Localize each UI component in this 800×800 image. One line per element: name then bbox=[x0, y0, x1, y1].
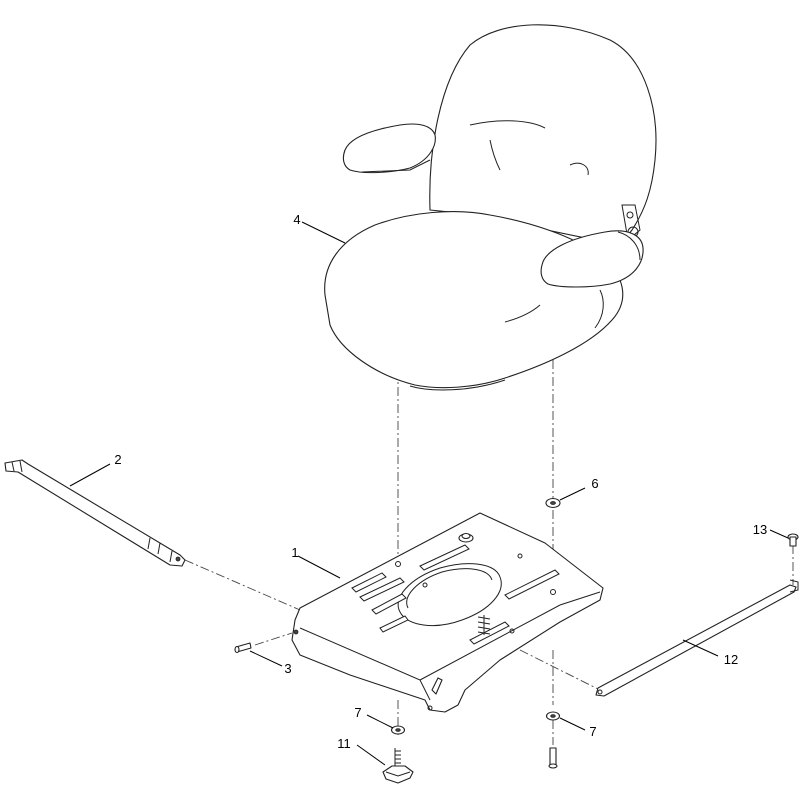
callout-2: 2 bbox=[114, 452, 121, 467]
bolt-part-13 bbox=[787, 533, 799, 547]
knob-part-11 bbox=[382, 748, 414, 784]
callout-11: 11 bbox=[337, 736, 351, 751]
bolt-part-3 bbox=[234, 642, 252, 654]
link-rod-part-12 bbox=[595, 579, 799, 697]
seat-part-4 bbox=[324, 24, 657, 391]
callout-12: 12 bbox=[724, 652, 738, 667]
rod-part-2 bbox=[4, 459, 186, 567]
callout-7-left: 7 bbox=[354, 705, 361, 720]
washer-part-6 bbox=[545, 497, 561, 509]
washer-part-7-left bbox=[390, 725, 406, 735]
seat-plate-part-1 bbox=[291, 512, 604, 713]
callout-labels: 4 2 1 3 6 7 7 11 12 13 bbox=[114, 212, 767, 751]
bottom-bolt bbox=[548, 747, 558, 769]
callout-13: 13 bbox=[753, 522, 767, 537]
washer-part-7-right bbox=[545, 711, 561, 721]
callout-7-right: 7 bbox=[589, 724, 596, 739]
callout-4: 4 bbox=[293, 212, 300, 227]
leader-lines bbox=[69, 221, 789, 766]
callout-6: 6 bbox=[591, 476, 598, 491]
callout-3: 3 bbox=[284, 661, 291, 676]
callout-1: 1 bbox=[291, 545, 298, 560]
